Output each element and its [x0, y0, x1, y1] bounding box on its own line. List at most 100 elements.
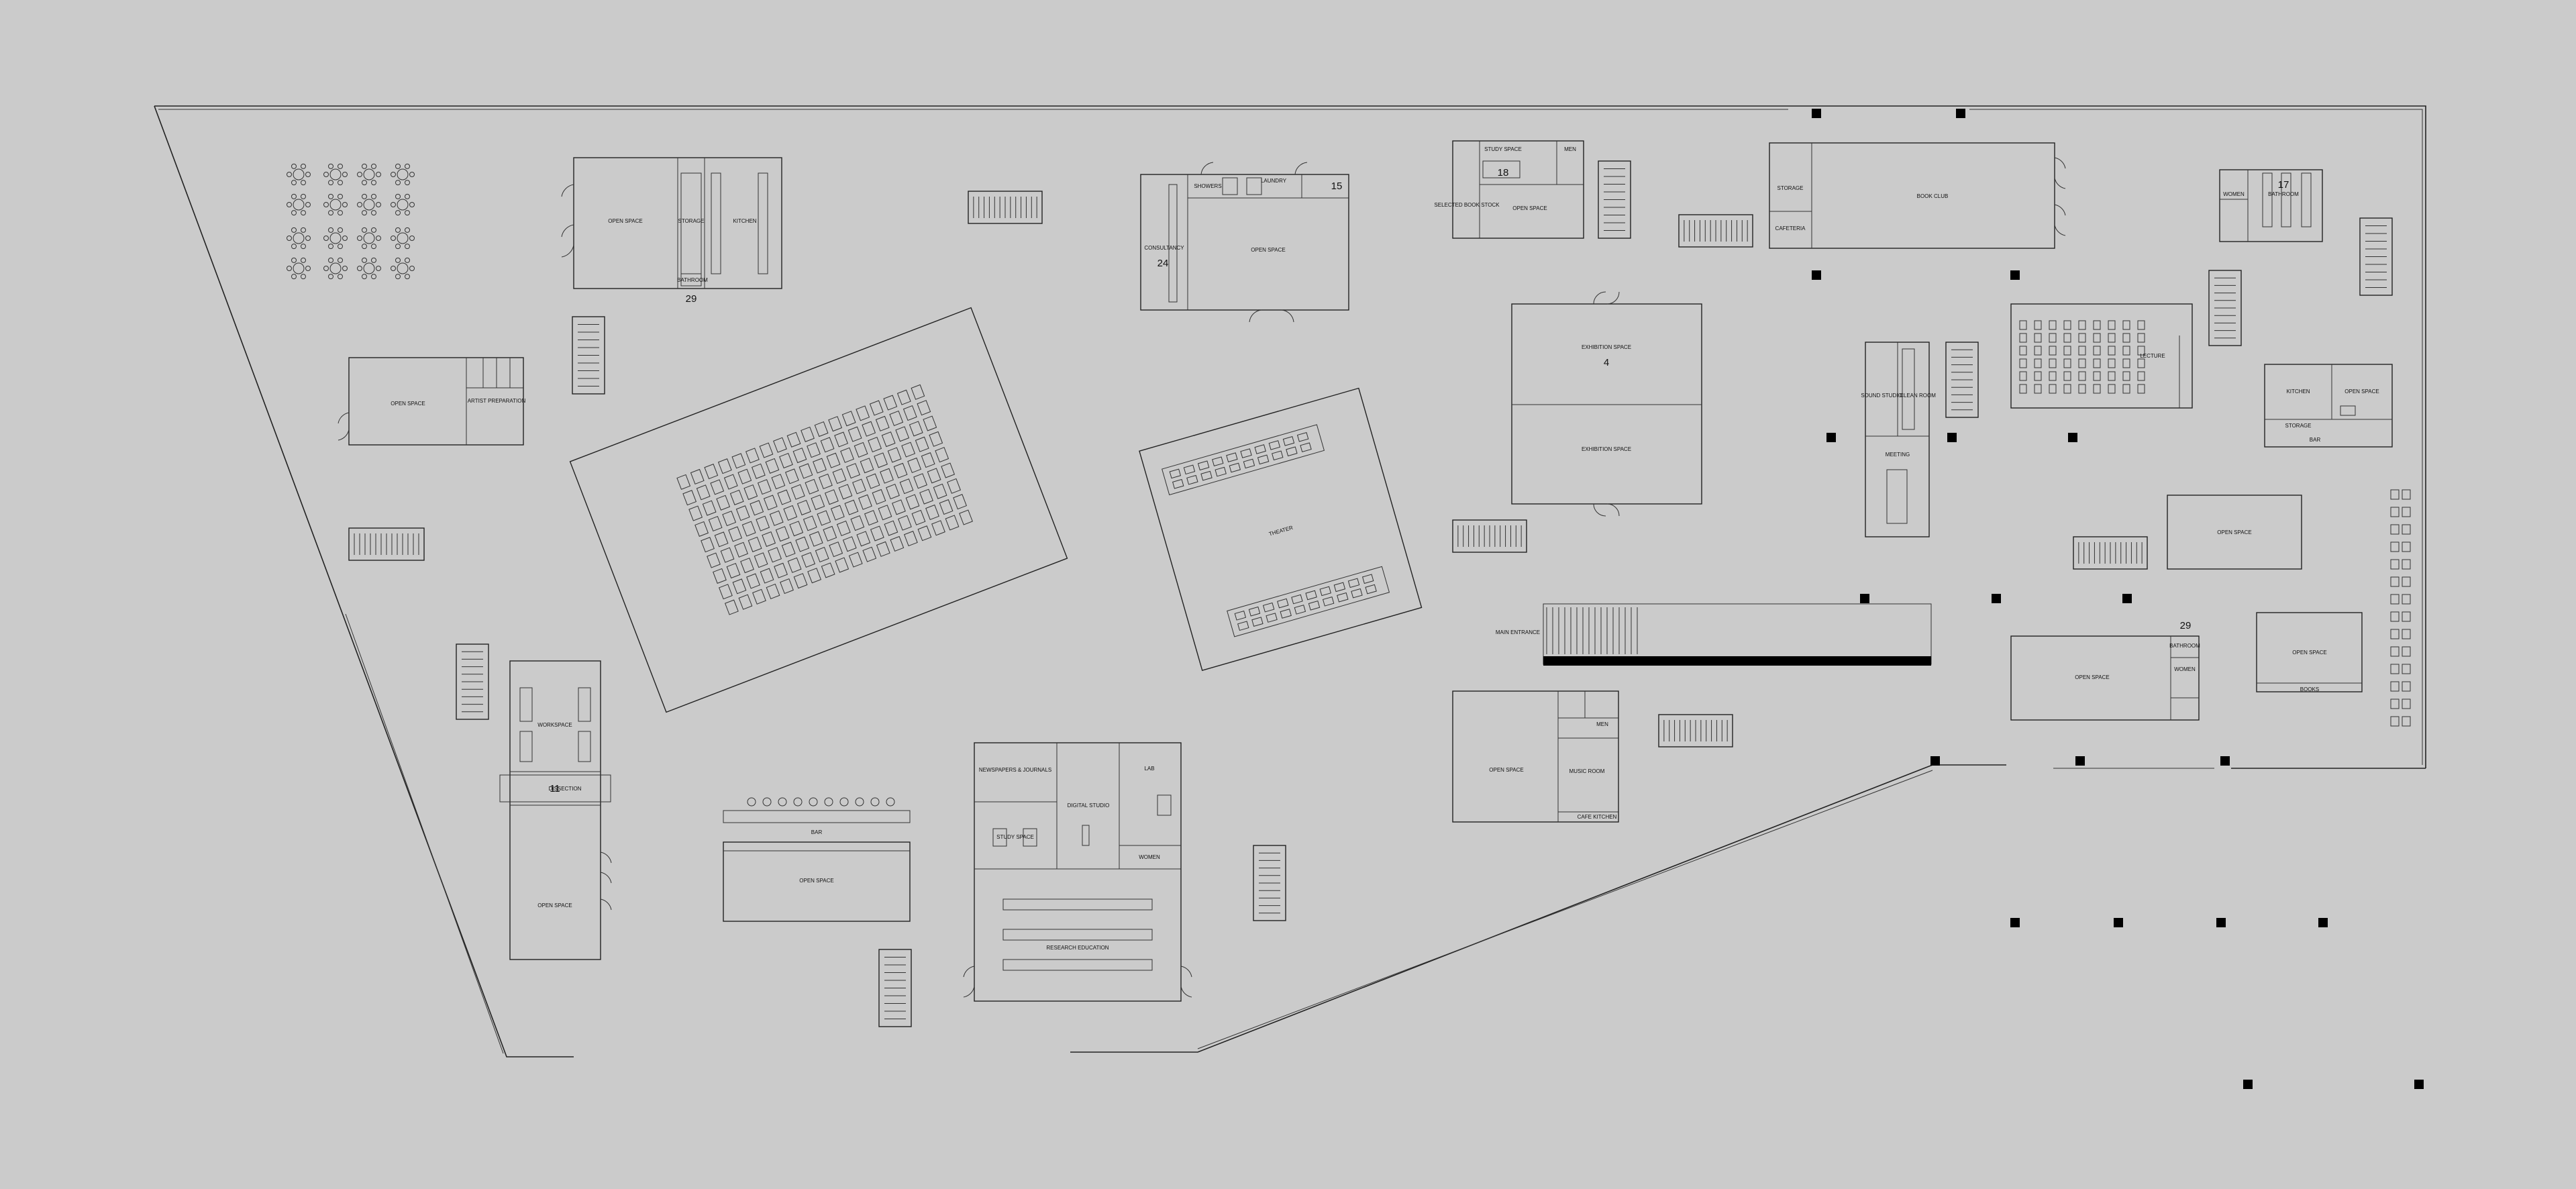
- auditorium-seat: [929, 431, 943, 447]
- room-number-18: 18: [1498, 167, 1509, 178]
- auditorium-seat: [716, 495, 731, 511]
- auditorium-seat: [801, 426, 815, 442]
- theater-seat: [1226, 452, 1238, 462]
- auditorium-seat: [779, 452, 793, 469]
- stair-13: [1945, 342, 1979, 418]
- lecture-seat: [2122, 346, 2130, 356]
- round-table: [323, 227, 348, 250]
- lecture-seat: [2078, 346, 2086, 356]
- lecture-seat: [2078, 358, 2086, 368]
- auditorium-seat: [830, 505, 845, 521]
- auditorium-seat: [682, 490, 697, 506]
- label-kitchen: KITCHEN: [2286, 389, 2310, 395]
- theater-seat: [1347, 578, 1360, 588]
- label-storage: STORAGE: [678, 218, 705, 224]
- lecture-seat: [2122, 371, 2130, 381]
- room-number-24: 24: [1157, 258, 1169, 269]
- bar-stool: [809, 797, 818, 807]
- label-meeting: MEETING: [1886, 452, 1910, 458]
- auditorium-seat: [917, 525, 932, 541]
- label-exhibition-space: EXHIBITION SPACE: [1582, 344, 1631, 350]
- auditorium-seat: [762, 531, 776, 548]
- round-table: [391, 193, 415, 216]
- lecture-seat: [2137, 371, 2145, 381]
- label-cafe-kitchen: CAFE KITCHEN: [1578, 814, 1617, 820]
- music-block: OPEN SPACE MEN MUSIC ROOM CAFE KITCHEN: [1452, 690, 1619, 823]
- auditorium-seat: [828, 416, 843, 432]
- theater-seat: [1237, 621, 1249, 631]
- consultancy-block: SHOWERS LAUNDRY 15 CONSULTANCY 24 OPEN S…: [1140, 162, 1349, 323]
- theater-seat: [1234, 610, 1247, 621]
- lecture-seat: [2093, 384, 2101, 394]
- auditorium-seat: [852, 478, 866, 495]
- auditorium-seat: [724, 599, 739, 615]
- bar-stool: [793, 797, 803, 807]
- auditorium-seat: [832, 468, 847, 484]
- lecture-block: LECTURE: [2010, 303, 2193, 409]
- label-bathroom: BATHROOM: [677, 277, 708, 283]
- bike-rack: [2390, 629, 2400, 639]
- theater-seat: [1172, 478, 1184, 489]
- auditorium-seat: [734, 541, 748, 558]
- label-women: WOMEN: [2174, 666, 2196, 672]
- bike-rack: [2402, 559, 2411, 570]
- auditorium-seat: [872, 488, 886, 505]
- auditorium-seat: [754, 552, 768, 568]
- auditorium-seat: [819, 473, 833, 489]
- auditorium-seat: [945, 515, 960, 531]
- lecture-seat: [2078, 384, 2086, 394]
- lecture-seat: [2019, 384, 2027, 394]
- lecture-seat: [2108, 346, 2116, 356]
- auditorium-seat: [907, 457, 922, 474]
- round-table: [391, 227, 415, 250]
- label-open-space: OPEN SPACE: [799, 878, 833, 884]
- bar-block: BAR OPEN SPACE: [723, 797, 911, 922]
- auditorium-seat: [846, 463, 860, 479]
- round-table: [357, 163, 381, 186]
- lecture-seat: [2122, 333, 2130, 343]
- auditorium-seat: [826, 452, 841, 468]
- auditorium-seat: [903, 405, 917, 421]
- lecture-seat: [2137, 384, 2145, 394]
- stair-treads: [2078, 542, 2143, 564]
- auditorium-seat: [841, 411, 856, 427]
- auditorium-seat: [777, 489, 792, 505]
- room-number-11: 11: [550, 783, 560, 794]
- auditorium-seat: [759, 442, 774, 458]
- room-number-29: 29: [2180, 620, 2192, 631]
- auditorium-seat: [870, 525, 884, 541]
- research-block: NEWSPAPERS & JOURNALS DIGITAL STUDIO LAB…: [963, 742, 1192, 1002]
- theater-seat: [1186, 474, 1198, 485]
- label-music-room: MUSIC ROOM: [1569, 768, 1605, 774]
- bike-rack: [2402, 716, 2411, 727]
- lecture-seat: [2019, 358, 2027, 368]
- auditorium-seat: [909, 421, 923, 437]
- lecture-seat: [2078, 320, 2086, 330]
- auditorium-seat: [763, 495, 778, 511]
- lecture-seat: [2137, 320, 2145, 330]
- stair-treads: [1951, 349, 1973, 411]
- auditorium-seat: [898, 515, 912, 531]
- auditorium-seat: [923, 415, 937, 431]
- stair-2: [572, 316, 605, 395]
- lecture-seat: [2049, 371, 2057, 381]
- auditorium-seat: [913, 473, 927, 489]
- auditorium-seat: [723, 474, 738, 490]
- label-bathroom: BATHROOM: [2169, 643, 2200, 649]
- auditorium-seat: [769, 510, 784, 526]
- theater-seat: [1291, 594, 1303, 605]
- auditorium-seat: [745, 448, 760, 464]
- auditorium-seat: [835, 557, 849, 573]
- auditorium-seat: [792, 448, 807, 464]
- bike-rack: [2402, 576, 2411, 587]
- auditorium-seat: [803, 515, 817, 531]
- auditorium-seat: [868, 436, 882, 453]
- auditorium-seat: [886, 484, 900, 500]
- auditorium-seat: [935, 447, 949, 463]
- auditorium-seat: [737, 468, 752, 484]
- theater-seat: [1197, 460, 1210, 471]
- lecture-seat: [2049, 346, 2057, 356]
- label-study-space: STUDY SPACE: [996, 834, 1034, 840]
- stair-treads: [884, 957, 906, 1019]
- bike-rack: [2402, 541, 2411, 552]
